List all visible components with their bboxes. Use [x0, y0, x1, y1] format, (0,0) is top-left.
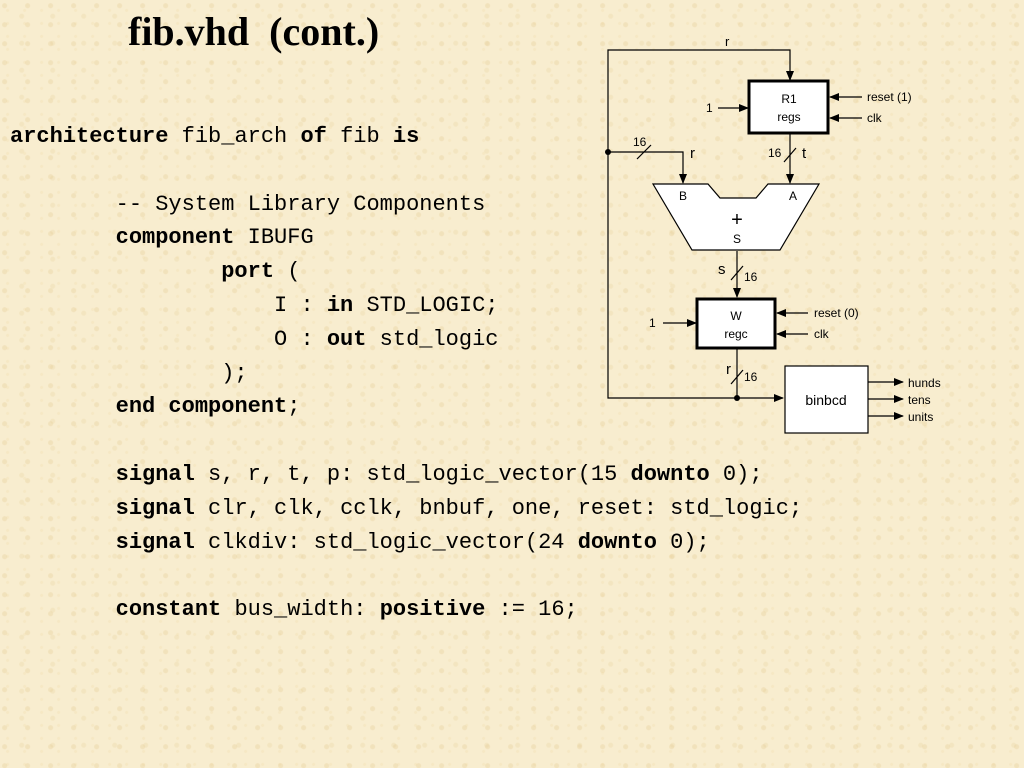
- code-keyword: downto: [630, 462, 710, 487]
- w-reset-label: reset (0): [814, 306, 859, 320]
- code-line: O : out std_logic: [10, 323, 499, 357]
- code-text: clkdiv: std_logic_vector(24: [194, 529, 578, 555]
- code-line: component IBUFG: [10, 221, 314, 255]
- feedback-wire: [607, 49, 794, 402]
- adder-shape: [651, 183, 821, 251]
- code-line: signal clkdiv: std_logic_vector(24 downt…: [10, 526, 710, 560]
- code-text: STD_LOGIC;: [353, 293, 499, 318]
- code-keyword: is: [392, 124, 420, 149]
- adder-s-label: S: [733, 232, 741, 246]
- label-t: t: [802, 145, 807, 162]
- binbcd-label: binbcd: [805, 392, 846, 408]
- code-keyword: downto: [577, 529, 657, 555]
- binbcd-block: [784, 365, 869, 434]
- code-keyword: out: [326, 326, 367, 352]
- code-line: architecture fib_arch of fib is: [10, 120, 419, 154]
- w-name: W: [730, 309, 742, 323]
- code-text: clr, clk, cclk, bnbuf, one, reset: std_l…: [194, 495, 803, 521]
- code-text: fib_arch: [168, 124, 301, 149]
- adder-a-label: A: [789, 189, 797, 203]
- r1-clk-label: clk: [867, 111, 883, 125]
- code-keyword: architecture: [10, 124, 169, 149]
- code-line: -- System Library Components: [10, 188, 486, 222]
- code-line: I : in STD_LOGIC;: [10, 289, 499, 323]
- bus-slash-b: [636, 144, 652, 160]
- r1-sub: regs: [777, 110, 800, 124]
- code-text: s, r, t, p: std_logic_vector(15: [194, 462, 631, 487]
- width-r-label: 16: [744, 370, 758, 384]
- r1-name: R1: [781, 92, 797, 106]
- bus-slash-r: [730, 369, 744, 385]
- w-input-label: 1: [649, 316, 656, 330]
- code-keyword: in: [326, 293, 354, 318]
- output-hunds: hunds: [908, 376, 941, 390]
- label-s: s: [718, 261, 726, 278]
- code-line: end component;: [10, 390, 301, 424]
- code-text: fib: [326, 124, 393, 149]
- code-text: std_logic: [366, 326, 499, 352]
- code-keyword: of: [300, 124, 327, 149]
- code-text: (: [274, 259, 301, 285]
- code-text: ;: [287, 394, 301, 420]
- r1-input-label: 1: [706, 101, 713, 115]
- width-a-label: 16: [768, 146, 782, 160]
- code-keyword: signal: [115, 462, 195, 487]
- code-text: IBUFG: [234, 225, 314, 251]
- bus-slash-s: [730, 265, 744, 281]
- r1-reset-label: reset (1): [867, 90, 912, 104]
- code-line: );: [10, 357, 248, 391]
- code-keyword: signal: [115, 495, 195, 521]
- code-text: := 16;: [485, 597, 578, 623]
- code-text: O :: [10, 326, 327, 352]
- code-line: port (: [10, 255, 300, 289]
- output-units: units: [908, 410, 933, 424]
- slide-title: fib.vhd (cont.): [128, 9, 380, 54]
- code-keyword: port: [221, 259, 275, 285]
- code-line: signal s, r, t, p: std_logic_vector(15 d…: [10, 458, 763, 492]
- code-keyword: constant: [115, 597, 222, 623]
- label-r-top: r: [725, 34, 730, 49]
- code-text: 0);: [656, 529, 710, 555]
- code-keyword: end component: [115, 394, 288, 420]
- label-r-b: r: [690, 145, 695, 162]
- width-s-label: 16: [744, 270, 758, 284]
- r1-register: [747, 79, 830, 135]
- code-text: -- System Library Components: [10, 191, 486, 217]
- w-register: [695, 297, 777, 350]
- width-b-label: 16: [633, 135, 647, 149]
- w-clk-label: clk: [814, 327, 830, 341]
- code-line: signal clr, clk, cclk, bnbuf, one, reset…: [10, 492, 803, 526]
- code-keyword: component: [115, 225, 235, 251]
- code-text: );: [10, 360, 248, 386]
- code-text: I :: [10, 293, 327, 318]
- adder-b-label: B: [679, 189, 687, 203]
- code-text: bus_width:: [221, 597, 380, 623]
- code-keyword: positive: [379, 597, 486, 623]
- junction-dot: [605, 149, 611, 155]
- label-r-out: r: [726, 361, 731, 378]
- bus-slash-a: [783, 147, 797, 163]
- adder-plus: +: [731, 209, 743, 231]
- code-line: constant bus_width: positive := 16;: [10, 593, 578, 627]
- output-tens: tens: [908, 393, 931, 407]
- w-sub: regc: [724, 327, 747, 341]
- code-keyword: signal: [115, 529, 195, 555]
- code-text: 0);: [709, 462, 763, 487]
